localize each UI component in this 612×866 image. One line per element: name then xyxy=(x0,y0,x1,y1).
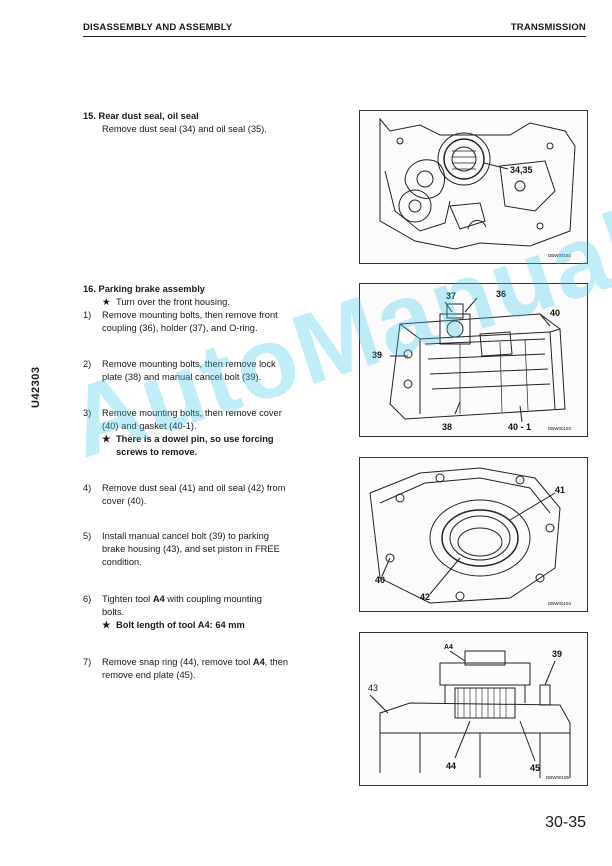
step-15-title: 15. Rear dust seal, oil seal xyxy=(83,111,199,121)
step-16-item-3-note: ★There is a dowel pin, so use forcing xyxy=(102,434,274,444)
header-chapter-title: TRANSMISSION xyxy=(510,22,586,33)
callout-38: 38 xyxy=(442,422,452,432)
callout-39: 39 xyxy=(372,350,382,360)
callout-40-1: 40 - 1 xyxy=(508,422,531,432)
figure-cover-seals: 41 40 42 DBW00194 xyxy=(359,457,588,612)
figure-code: DBW00193 xyxy=(548,426,572,431)
callout-43: 43 xyxy=(368,683,378,693)
step-16-item-6-note: ★Bolt length of tool A4: 64 mm xyxy=(102,620,245,630)
star-icon: ★ xyxy=(102,434,111,444)
step-16-title: 16. Parking brake assembly xyxy=(83,284,205,294)
callout-a4: A4 xyxy=(444,644,453,651)
step-16-item-3: 3)Remove mounting bolts, then remove cov… xyxy=(83,407,345,459)
header-section-title: DISASSEMBLY AND ASSEMBLY xyxy=(83,22,233,33)
parking-brake-drawing: 37 36 40 39 38 40 - 1 DBW00193 xyxy=(372,289,572,432)
callout-40: 40 xyxy=(550,308,560,318)
callout-45: 45 xyxy=(530,763,540,773)
step-16-item-6: 6)Tighten tool A4 with coupling mounting… xyxy=(83,593,345,632)
figure-rear-seal: 34,35 DBW00192 xyxy=(359,110,588,264)
callout-34-35: 34,35 xyxy=(510,165,533,175)
callout-39: 39 xyxy=(552,649,562,659)
rear-housing-drawing: 34,35 DBW00192 xyxy=(379,117,576,258)
callout-42: 42 xyxy=(420,592,430,602)
star-icon: ★ xyxy=(102,620,111,630)
page-number: 30-35 xyxy=(545,814,586,831)
figure-code: DBW00192 xyxy=(548,253,572,258)
callout-41: 41 xyxy=(555,485,565,495)
step-16: 16. Parking brake assembly ★Turn over th… xyxy=(83,283,345,335)
step-16-item-7: 7)Remove snap ring (44), remove tool A4,… xyxy=(83,657,289,680)
figure-parking-brake: 37 36 40 39 38 40 - 1 DBW00193 xyxy=(359,283,588,437)
figure-code: DBW00195 xyxy=(546,775,570,780)
callout-44: 44 xyxy=(446,761,456,771)
step-15-text: Remove dust seal (34) and oil seal (35). xyxy=(102,124,267,134)
step-16-item-2: 2)Remove mounting bolts, then remove loc… xyxy=(83,359,276,382)
figure-code: DBW00194 xyxy=(548,601,572,606)
callout-36: 36 xyxy=(496,289,506,299)
callout-37: 37 xyxy=(446,291,456,301)
step-16-item-4: 4)Remove dust seal (41) and oil seal (42… xyxy=(83,483,286,506)
figure-end-plate: A4 39 43 44 45 DBW00195 xyxy=(359,632,588,786)
cover-seal-drawing: 41 40 42 DBW00194 xyxy=(369,467,572,606)
header-divider xyxy=(83,36,586,37)
callout-40: 40 xyxy=(375,575,385,585)
step-15: 15. Rear dust seal, oil seal Remove dust… xyxy=(83,110,345,136)
star-icon: ★ xyxy=(102,297,111,307)
side-document-code: U42303 xyxy=(30,366,42,408)
step-16-note: ★Turn over the front housing. xyxy=(102,297,230,307)
step-16-item-5: 5)Install manual cancel bolt (39) to par… xyxy=(83,531,280,567)
step-16-item-1: 1)Remove mounting bolts, then remove fro… xyxy=(83,310,278,333)
end-plate-drawing: A4 39 43 44 45 DBW00195 xyxy=(368,644,571,780)
